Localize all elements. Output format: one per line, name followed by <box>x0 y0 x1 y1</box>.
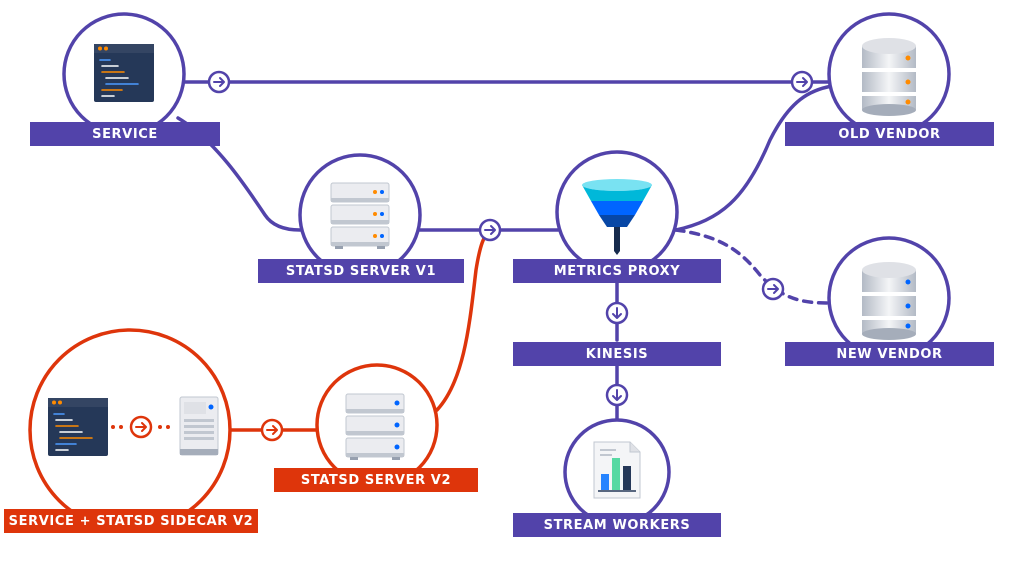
kinesis-label: KINESIS <box>513 342 721 366</box>
arrow-right-icon <box>790 70 814 94</box>
connector-lines <box>176 80 834 432</box>
new-vendor-label: NEW VENDOR <box>785 342 994 366</box>
metrics-proxy-label: METRICS PROXY <box>513 259 721 283</box>
sidecar-connection <box>111 415 170 439</box>
bar-chart-document-icon <box>593 441 641 499</box>
statsd-v1-label: STATSD SERVER V1 <box>258 259 464 283</box>
server-rack-icon <box>330 182 390 249</box>
small-server-icon <box>179 396 219 456</box>
database-icon <box>862 38 916 116</box>
arrow-right-icon <box>478 218 502 242</box>
arrow-down-icon <box>605 301 629 325</box>
arrow-down-icon <box>605 383 629 407</box>
arrow-right-icon <box>207 70 231 94</box>
code-editor-icon <box>94 44 154 102</box>
arrow-right-icon <box>260 418 284 442</box>
statsd-v2-label: STATSD SERVER V2 <box>274 468 478 492</box>
server-rack-icon <box>345 393 405 460</box>
arrow-badges <box>207 70 814 442</box>
edge-metrics-proxy-to-new-vendor <box>674 228 834 305</box>
code-editor-icon <box>48 398 108 456</box>
database-icon <box>862 262 916 340</box>
sidecar-service-label: SERVICE + STATSD SIDECAR V2 <box>4 509 258 533</box>
funnel-icon <box>582 179 652 255</box>
arrow-right-icon <box>761 277 785 301</box>
edge-metrics-proxy-to-old-vendor <box>674 84 834 232</box>
arrow-right-icon <box>129 415 153 439</box>
old-vendor-label: OLD VENDOR <box>785 122 994 146</box>
stream-workers-label: STREAM WORKERS <box>513 513 721 537</box>
service-label: SERVICE <box>30 122 220 146</box>
edge-statsd-v2-to-metrics-proxy <box>435 228 492 412</box>
